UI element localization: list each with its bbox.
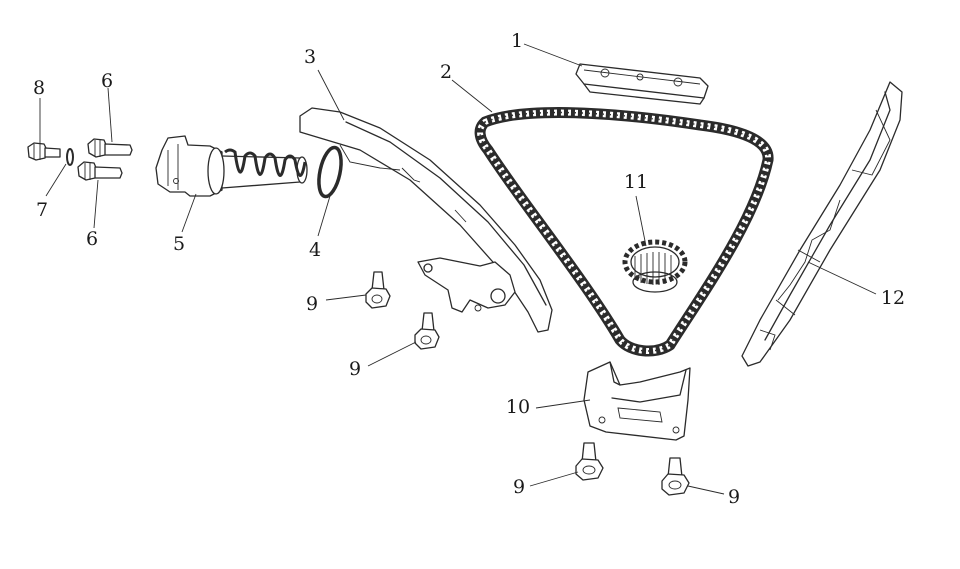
part-6-bolt-upper	[87, 138, 133, 158]
part-9-bolt-a	[365, 271, 391, 309]
part-7-washer	[66, 148, 74, 166]
callout-3: 3	[304, 46, 316, 68]
callout-2: 2	[440, 61, 452, 83]
part-11-sprocket	[622, 239, 688, 293]
callout-labels: 1 2 3 4 5 6 6 7 8 9 9 9 9 10 11 12	[33, 30, 905, 508]
callout-11: 11	[624, 171, 648, 193]
part-9-bolt-d	[661, 457, 690, 496]
part-6-bolt-lower	[77, 161, 123, 181]
leader-lines	[39, 43, 877, 495]
callout-6-upper: 6	[101, 70, 113, 92]
callout-9-c: 9	[513, 476, 525, 498]
part-8-bolt	[27, 142, 61, 161]
callout-9-b: 9	[349, 358, 361, 380]
part-9-bolt-c	[575, 442, 604, 481]
callout-6-lower: 6	[86, 228, 98, 250]
part-10-lower-bracket	[583, 361, 691, 441]
part-1-upper-guide	[575, 63, 709, 105]
part-5-tensioner	[155, 135, 308, 197]
callout-12: 12	[881, 287, 905, 309]
part-12-fixed-guide	[741, 81, 903, 367]
part-9-bolt-b	[414, 312, 440, 350]
callout-4: 4	[309, 239, 321, 261]
callout-1: 1	[511, 30, 523, 52]
part-4-o-ring	[317, 145, 343, 199]
callout-7: 7	[36, 199, 48, 221]
callout-8: 8	[33, 77, 45, 99]
callout-9-d: 9	[728, 486, 740, 508]
callout-9-a: 9	[306, 293, 318, 315]
callout-10: 10	[506, 396, 530, 418]
part-2-timing-chain	[474, 107, 774, 357]
part-3-tensioner-arm	[299, 107, 553, 333]
callout-5: 5	[173, 233, 185, 255]
